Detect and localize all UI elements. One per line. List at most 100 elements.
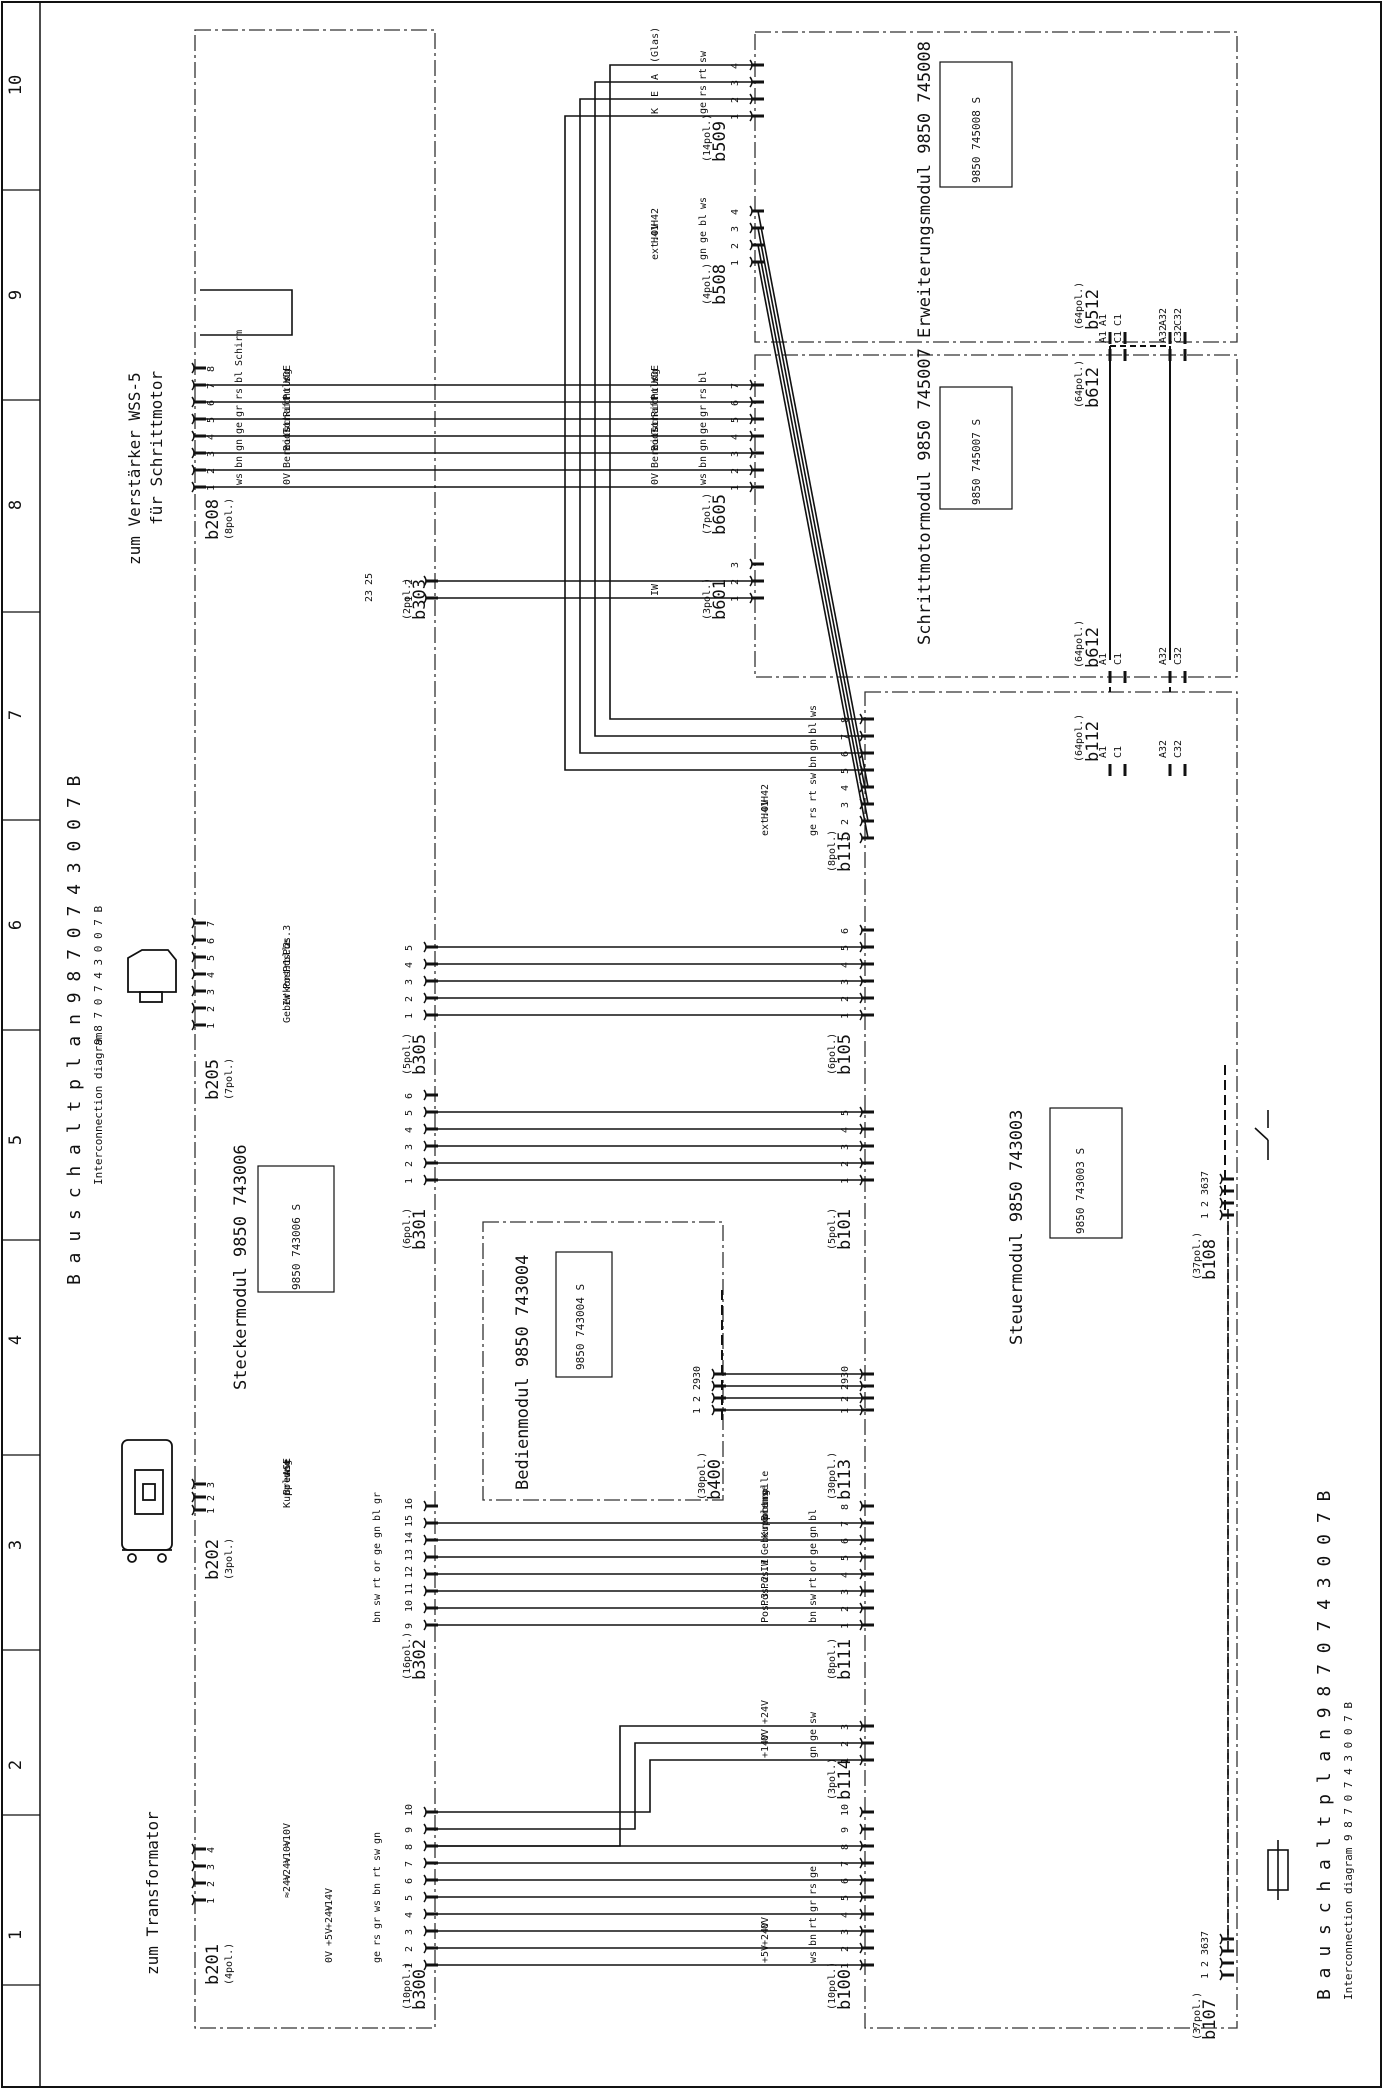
b105-socket-2: [859, 992, 863, 1004]
b111-pin-number-7: 7: [840, 1521, 851, 1527]
b300-pin-number-1: 1: [404, 1963, 415, 1969]
b509-wire-color-0: ge: [698, 102, 709, 114]
b202-pol: (3pol.): [224, 1538, 235, 1580]
shield-wire: [200, 289, 293, 336]
b107-pin-number-37: 37: [1200, 1931, 1211, 1943]
b108-socket-37: [1219, 1173, 1223, 1185]
b202-socket-1: [191, 1504, 195, 1516]
b300-signal-2: +24V: [324, 1905, 335, 1929]
b400-socket-30: [711, 1368, 715, 1380]
b101-pin-number-4: 4: [840, 1127, 851, 1133]
b115-pin-number-7: 7: [840, 734, 851, 740]
b400-pin-number-2: 2: [692, 1396, 703, 1402]
b508-pin-number-2: 2: [730, 243, 741, 249]
b115-signal-0: ext.0V: [760, 800, 771, 836]
b101-label: b101: [835, 1209, 855, 1250]
b605-pin-number-5: 5: [730, 417, 741, 423]
b205-socket-2: [191, 1002, 195, 1014]
b111-wire-color-5: gn: [808, 1526, 819, 1538]
wire-b115-b509-1: [579, 98, 868, 754]
b301-pin-number-6: 6: [404, 1093, 415, 1099]
b303-socket-2: [423, 575, 427, 587]
b112-pin-number-A1: A1: [1098, 746, 1109, 758]
b111-wire-color-2: rt: [808, 1577, 819, 1589]
wire-b115-b509-0: [564, 115, 868, 771]
b205-label: b205: [203, 1059, 223, 1100]
b300-pin-number-7: 7: [404, 1861, 415, 1867]
b208-wire-color-2: gn: [234, 439, 245, 451]
wire-b115-b508-1: [757, 244, 869, 822]
b205-pin-number-7: 7: [206, 921, 217, 927]
b300-wire-color-5: rt: [372, 1866, 383, 1878]
zone-1: 1: [6, 1930, 26, 1940]
b108-pin-number-37: 37: [1200, 1171, 1211, 1183]
b605-wire-color-2: gn: [698, 439, 709, 451]
b113-socket-2: [859, 1392, 863, 1404]
wires: [200, 64, 1229, 1966]
b303-pol: (2pol.): [402, 578, 413, 620]
b208-signal-4: Richtung: [282, 369, 293, 417]
b105-pin-number-3: 3: [840, 979, 851, 985]
b105-label: b105: [835, 1034, 855, 1075]
connector-pins: [191, 59, 1234, 1981]
b301-label: b301: [410, 1209, 430, 1250]
b601-signal-0: IW: [650, 583, 661, 596]
b400-socket-1: [711, 1404, 715, 1416]
b302-wire-color-1: sw: [372, 1593, 383, 1606]
b208-wire-color-1: bn: [234, 456, 245, 468]
schritt-part-box: [939, 386, 1013, 510]
b508-signal-1: H41: [650, 225, 661, 243]
b612a-pin-number-C32: C32: [1173, 647, 1184, 665]
b302-wire-color-6: bl: [372, 1509, 383, 1521]
b115-pin-number-2: 2: [840, 819, 851, 825]
b101-pin-number-2: 2: [840, 1161, 851, 1167]
b205-pin-number-4: 4: [206, 972, 217, 978]
b208-wire-color-0: ws: [234, 473, 245, 485]
zone-6: 6: [6, 920, 26, 930]
b100-wire-color-1: bn: [808, 1934, 819, 1946]
b107-pin-number-36: 36: [1200, 1943, 1211, 1955]
b208-label: b208: [203, 499, 223, 540]
b302-socket-9: [423, 1619, 427, 1631]
b100-socket-7: [859, 1857, 863, 1869]
b112-pin-number-C1: C1: [1113, 746, 1124, 758]
b305-socket-1: [423, 1009, 427, 1021]
b305-pin-number-5: 5: [404, 945, 415, 951]
b601-pin-number-3: 3: [730, 562, 741, 568]
b605-socket-4: [749, 430, 753, 442]
b101-socket-5: [859, 1106, 863, 1118]
b605-socket-5: [749, 413, 753, 425]
b114-wire-color-2: sw: [808, 1711, 819, 1724]
b612b-pin-number-C32: C32: [1173, 325, 1184, 343]
b115-signal-2: H42: [760, 784, 771, 802]
b508-label: b508: [710, 264, 730, 305]
wire-b114-b300-1: [432, 1742, 868, 1830]
b305-label: b305: [410, 1034, 430, 1075]
b605-label: b605: [710, 494, 730, 535]
b300-socket-3: [423, 1925, 427, 1937]
b115-socket-4: [859, 781, 863, 793]
b111-signal-3: IW: [760, 1559, 771, 1572]
b300-wire-color-3: ws: [372, 1900, 383, 1912]
b605-wire-color-5: rs: [698, 388, 709, 400]
b105-socket-5: [859, 941, 863, 953]
b302-socket-10: [423, 1602, 427, 1614]
b111-pin-number-3: 3: [840, 1589, 851, 1595]
b114-pol: (3pol.): [827, 1758, 838, 1800]
b100-socket-9: [859, 1823, 863, 1835]
b300-signal-1: +5V: [324, 1928, 335, 1946]
b508-socket-1: [749, 256, 753, 268]
b205-pin-number-5: 5: [206, 955, 217, 961]
titles: B a u s c h a l t p l a n 9 8 7 0 7 4 3 …: [64, 776, 1355, 2000]
b115-wire-color-7: ws: [808, 705, 819, 717]
b113-pin-number-1: 1: [840, 1408, 851, 1414]
b114-pin-number-2: 2: [840, 1741, 851, 1747]
b605-wire-color-1: bn: [698, 456, 709, 468]
b105-pol: (6pol.): [827, 1033, 838, 1075]
b111-wire-color-3: or: [808, 1560, 819, 1572]
b202-socket-3: [191, 1478, 195, 1490]
b205-signal-2: Pos.1: [282, 959, 293, 989]
b512-pin-number-A32: A32: [1158, 308, 1169, 326]
b300-socket-6: [423, 1874, 427, 1886]
